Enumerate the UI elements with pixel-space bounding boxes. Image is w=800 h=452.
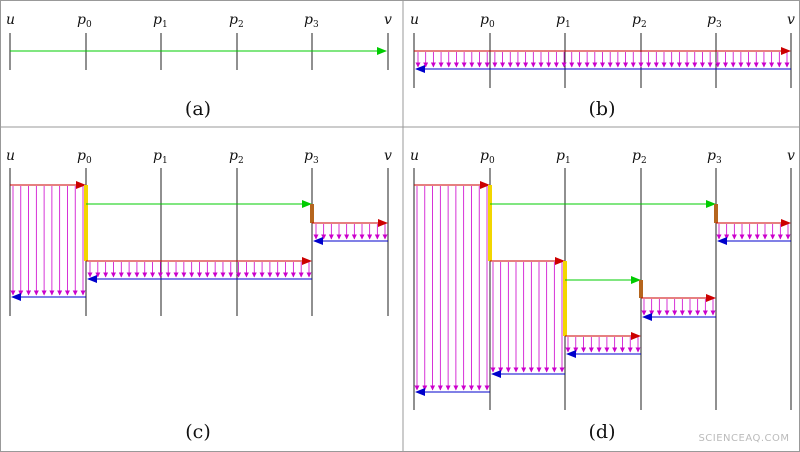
- label-p3: p3: [304, 148, 319, 166]
- label-p3: p3: [304, 12, 319, 30]
- label-p0: p0: [480, 12, 495, 30]
- label-p1: p1: [153, 148, 168, 166]
- label-p2: p2: [229, 12, 244, 30]
- label-v: v: [787, 12, 795, 28]
- label-u: u: [6, 12, 15, 28]
- label-v: v: [384, 148, 392, 164]
- label-p0: p0: [77, 148, 92, 166]
- panel-b: u p0 p1 p2 p3 v (b): [410, 12, 795, 120]
- label-p3: p3: [707, 148, 722, 166]
- label-p2: p2: [632, 12, 647, 30]
- caption-c: (c): [185, 421, 210, 443]
- caption-a: (a): [185, 98, 211, 120]
- label-p1: p1: [556, 148, 571, 166]
- drop-arrows: [414, 186, 791, 391]
- label-p1: p1: [153, 12, 168, 30]
- label-u: u: [410, 148, 419, 164]
- label-p3: p3: [707, 12, 722, 30]
- watermark: SCIENCEAQ.COM: [698, 433, 789, 444]
- panel-d: u p0 p1 p2 p3 v (d): [410, 148, 795, 443]
- label-p0: p0: [77, 12, 92, 30]
- panel-a: u p0 p1 p2 p3 v (a): [6, 12, 392, 120]
- panel-c: u p0 p1 p2 p3 v (c): [6, 148, 392, 443]
- label-u: u: [410, 12, 419, 28]
- drop-arrows: [415, 52, 790, 68]
- label-u: u: [6, 148, 15, 164]
- label-v: v: [384, 12, 392, 28]
- drop-arrows: [10, 186, 388, 296]
- caption-d: (d): [589, 421, 616, 443]
- label-p0: p0: [480, 148, 495, 166]
- caption-b: (b): [589, 98, 616, 120]
- label-p2: p2: [229, 148, 244, 166]
- label-p1: p1: [556, 12, 571, 30]
- label-p2: p2: [632, 148, 647, 166]
- label-v: v: [787, 148, 795, 164]
